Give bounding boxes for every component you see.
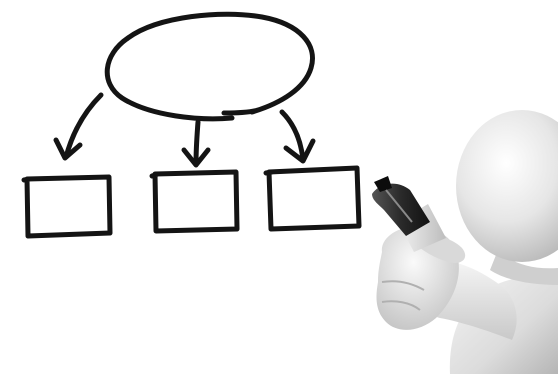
org-chart-diagram: [24, 14, 359, 236]
left-connector-arrow: [56, 95, 101, 158]
middle-connector-arrow: [184, 122, 208, 165]
right-connector-arrow: [282, 112, 313, 161]
child-box-left: [24, 177, 110, 236]
3d-figure: [372, 110, 558, 374]
marker-pen: [372, 176, 446, 252]
child-box-right: [266, 168, 359, 229]
figure-head: [456, 110, 558, 262]
child-box-middle: [152, 172, 237, 231]
root-ellipse-node: [107, 14, 312, 119]
